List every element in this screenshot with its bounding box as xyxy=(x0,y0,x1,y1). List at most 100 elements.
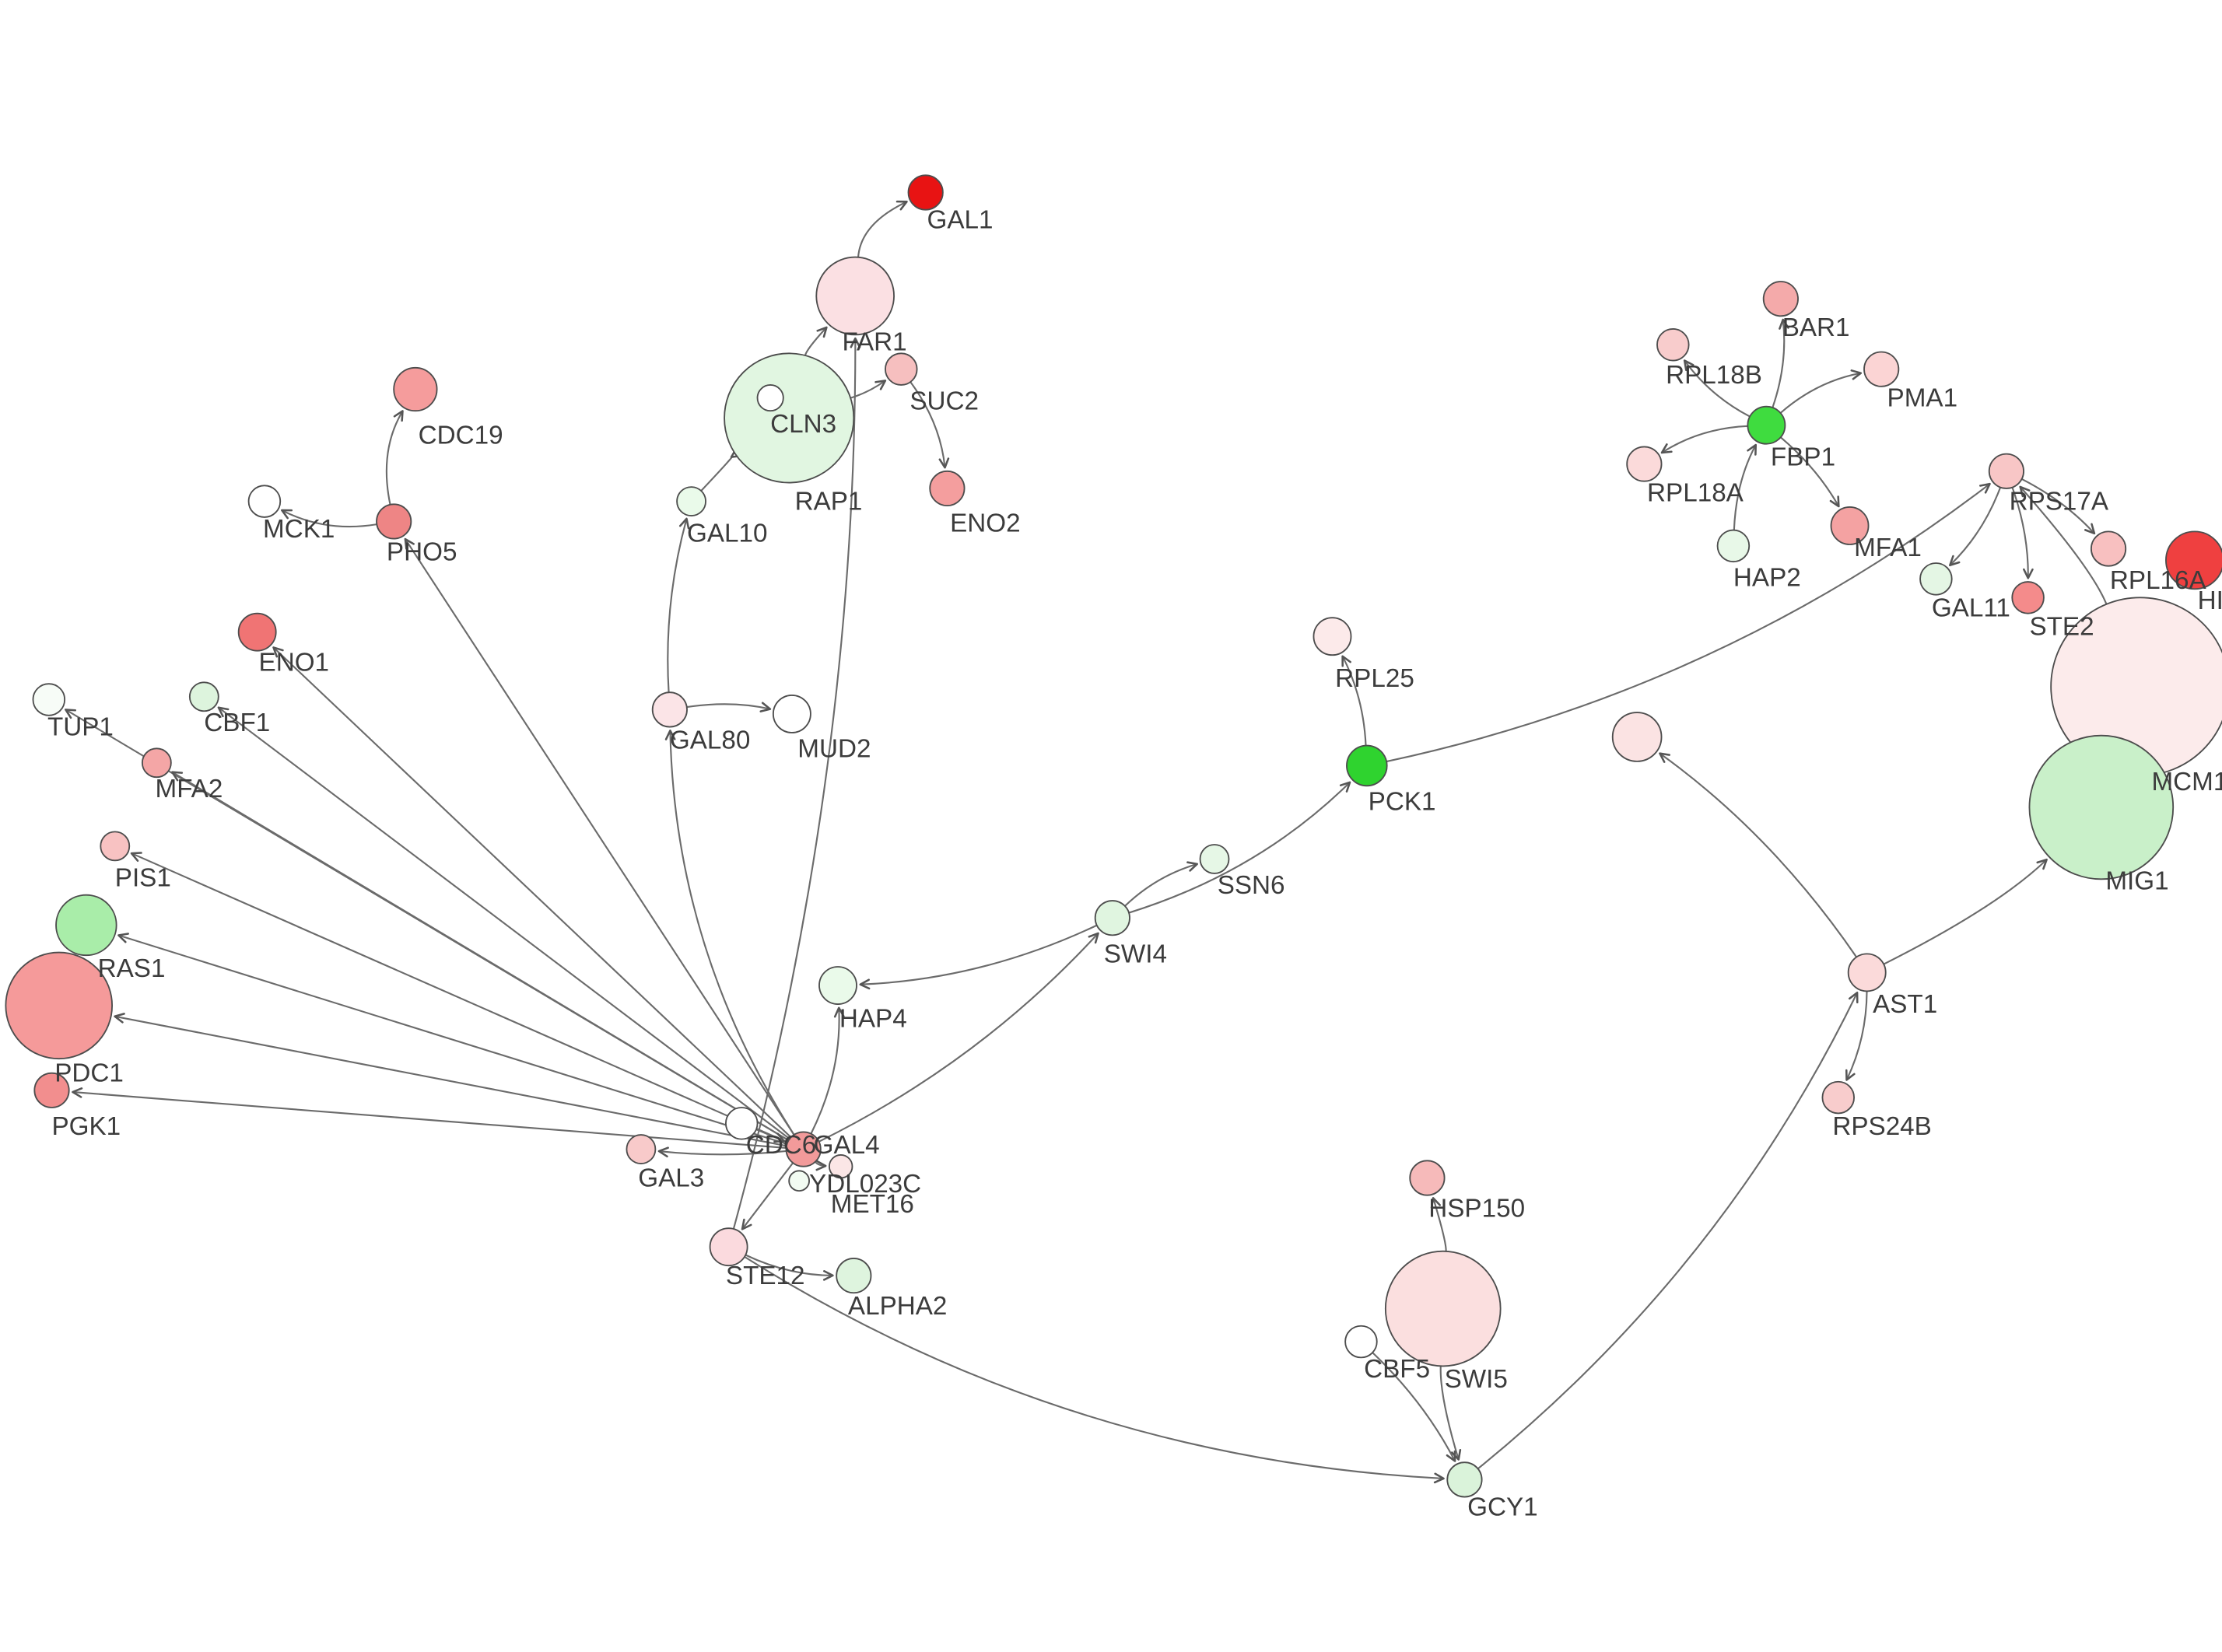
edge-FBP1-PMA1[interactable] xyxy=(1779,369,1863,414)
edge-GAL10-CLN3[interactable] xyxy=(700,447,742,492)
node-CBF1[interactable] xyxy=(188,681,219,712)
edge-GAL4-RAS1[interactable] xyxy=(117,933,787,1145)
node-GCY1[interactable] xyxy=(1446,1461,1483,1498)
edge-PCK1-RPL25[interactable] xyxy=(1341,655,1367,746)
node-RAP1[interactable] xyxy=(756,384,784,412)
edge-GAL4-MFA2[interactable] xyxy=(171,771,790,1142)
node-MFA1[interactable] xyxy=(1830,506,1870,545)
edge-MCM1-RPS17A[interactable] xyxy=(2019,485,2108,605)
node-RPS17A[interactable] xyxy=(1988,453,2024,489)
edge-FBP1-RPL18B[interactable] xyxy=(1683,359,1751,418)
edge-RPS17A-STE2[interactable] xyxy=(2011,487,2034,579)
edge-GAL4-GAL3[interactable] xyxy=(657,1146,787,1158)
edge-RPS17A-RPL16A[interactable] xyxy=(2021,478,2096,535)
edge-RPS17A-GAL11[interactable] xyxy=(1949,487,2002,567)
edge-FAR1-GAL1[interactable] xyxy=(857,200,908,257)
edge-STE12-ALPHA2[interactable] xyxy=(745,1254,834,1281)
edge-GAL4-PHO5[interactable] xyxy=(404,537,795,1136)
node-RAS1[interactable] xyxy=(55,894,117,957)
node-GAL10[interactable] xyxy=(676,486,706,516)
node-HSP150[interactable] xyxy=(1409,1160,1446,1196)
node-STE2[interactable] xyxy=(2011,581,2045,614)
node-GAL3[interactable] xyxy=(626,1134,657,1164)
node-AST1[interactable] xyxy=(1847,953,1887,992)
node-RPL16A[interactable] xyxy=(2090,530,2127,567)
node-PIS1[interactable] xyxy=(100,831,131,862)
node-SWI4[interactable] xyxy=(1094,900,1130,936)
edge-SWI5-HSP150[interactable] xyxy=(1430,1197,1447,1251)
node-HIS4[interactable] xyxy=(2165,530,2222,590)
node-TUP1[interactable] xyxy=(32,683,66,716)
node-MIG1[interactable] xyxy=(2028,734,2175,880)
edge-SWI4-HAP4[interactable] xyxy=(859,924,1098,990)
node-CDC6[interactable] xyxy=(724,1107,759,1140)
edge-GAL4-HAP4[interactable] xyxy=(810,1006,845,1135)
node-SUC2[interactable] xyxy=(885,352,918,386)
edge-GAL4-PDC1[interactable] xyxy=(114,1013,787,1147)
node-RPL18B[interactable] xyxy=(1656,328,1690,362)
node-MFA2[interactable] xyxy=(141,747,172,779)
edge-AST1-RPS24B[interactable] xyxy=(1845,991,1868,1081)
edge-PHO5-MCK1[interactable] xyxy=(281,509,377,528)
node-PHO5[interactable] xyxy=(376,503,412,540)
node-MCK1[interactable] xyxy=(247,485,282,518)
edge-GAL4-STE12[interactable] xyxy=(741,1162,794,1230)
node-ALPHA2[interactable] xyxy=(836,1258,872,1294)
node-RPS24B[interactable] xyxy=(1821,1080,1856,1115)
edge-STE12-FAR1[interactable] xyxy=(732,337,861,1230)
node-CDC19[interactable] xyxy=(393,366,438,412)
node-RPL25[interactable] xyxy=(1313,617,1352,656)
node-PGK1[interactable] xyxy=(33,1072,70,1108)
node-PMA1[interactable] xyxy=(1863,351,1900,387)
edge-CBF5-GCY1[interactable] xyxy=(1372,1352,1456,1462)
node-GAL11[interactable] xyxy=(1919,562,1953,596)
edge-HAP2-FBP1[interactable] xyxy=(1733,443,1758,530)
edge-GAL4-YDL023C[interactable] xyxy=(814,1160,827,1171)
edge-GAL80-MUD2[interactable] xyxy=(686,702,772,712)
edge-FBP1-BAR1[interactable] xyxy=(1772,318,1789,408)
node-CBF5[interactable] xyxy=(1344,1325,1378,1359)
edge-CLN3-FAR1[interactable] xyxy=(804,326,828,356)
edge-GAL4-PGK1[interactable] xyxy=(72,1087,787,1149)
node-STE12[interactable] xyxy=(709,1227,748,1267)
edge-SWI5-GCY1[interactable] xyxy=(1439,1366,1462,1461)
node-ENO1[interactable] xyxy=(237,612,277,652)
edge-STE12-GCY1[interactable] xyxy=(744,1256,1445,1484)
edge-FBP1-RPL18A[interactable] xyxy=(1660,425,1748,454)
node-SSN6[interactable] xyxy=(1199,844,1230,874)
node-ENO2[interactable] xyxy=(929,470,966,507)
node-CLN3[interactable] xyxy=(724,352,855,484)
node-BAR1[interactable] xyxy=(1762,281,1799,317)
edge-GAL4-GAL80[interactable] xyxy=(664,730,795,1136)
node-FAR1[interactable] xyxy=(815,256,895,336)
edge-GAL4-SWI4[interactable] xyxy=(818,932,1099,1143)
node-MUD2[interactable] xyxy=(772,695,811,733)
edge-SWI4-PCK1[interactable] xyxy=(1128,781,1351,914)
edge-PCK1-RPS17A[interactable] xyxy=(1386,482,1991,763)
node-MET16[interactable] xyxy=(788,1170,810,1192)
edge-PHO5-CDC19[interactable] xyxy=(385,410,404,506)
node-PDC1[interactable] xyxy=(5,951,114,1060)
node-RPL18A[interactable] xyxy=(1626,446,1663,482)
node-GAL80[interactable] xyxy=(651,691,688,728)
edge-SWI4-SSN6[interactable] xyxy=(1124,861,1198,907)
node-HAP4[interactable] xyxy=(818,966,857,1005)
edge-AST1-MIG1[interactable] xyxy=(1883,858,2048,965)
node-FBP1[interactable] xyxy=(1747,405,1786,445)
edge-SUC2-ENO2[interactable] xyxy=(909,381,950,469)
edge-GAL80-GAL10[interactable] xyxy=(667,517,690,693)
node-NODE1[interactable] xyxy=(1611,712,1663,762)
node-GAL1[interactable] xyxy=(907,174,944,211)
edge-GCY1-AST1[interactable] xyxy=(1477,991,1859,1470)
node-SWI5[interactable] xyxy=(1384,1250,1502,1367)
node-PCK1[interactable] xyxy=(1346,744,1388,787)
node-GAL4[interactable] xyxy=(785,1131,822,1167)
edge-GAL4-ENO1[interactable] xyxy=(272,646,792,1139)
node-YDL023C[interactable] xyxy=(828,1154,853,1179)
edge-AST1-NODE1[interactable] xyxy=(1659,752,1858,958)
edge-FBP1-MFA1[interactable] xyxy=(1779,436,1840,508)
edge-GAL4-PIS1[interactable] xyxy=(130,852,788,1143)
edge-GAL4-CBF1[interactable] xyxy=(217,706,790,1140)
node-HAP2[interactable] xyxy=(1716,529,1751,563)
